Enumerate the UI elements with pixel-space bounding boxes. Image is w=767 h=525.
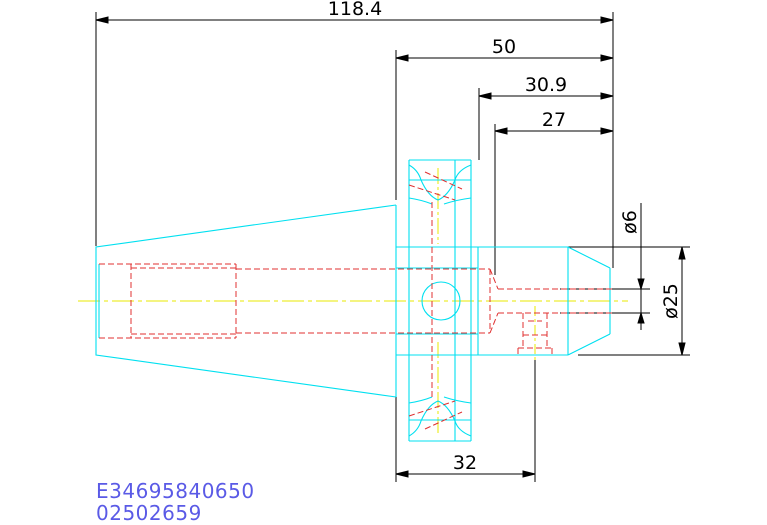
dim-118-4: 118.4 [328, 0, 382, 20]
part-number: 02502659 [96, 501, 202, 525]
dim-32: 32 [453, 452, 477, 474]
centerlines [78, 168, 628, 435]
dim-50: 50 [492, 36, 516, 58]
visible-outline [95, 159, 611, 442]
dim-27: 27 [542, 109, 566, 131]
dim-diameter-6: ø6 [619, 210, 641, 234]
dimension-lines [95, 12, 690, 482]
hidden-lines [99, 171, 612, 430]
dim-30-9: 30.9 [525, 74, 567, 96]
dim-diameter-25: ø25 [660, 283, 682, 319]
part-code: E34695840650 [96, 479, 255, 503]
